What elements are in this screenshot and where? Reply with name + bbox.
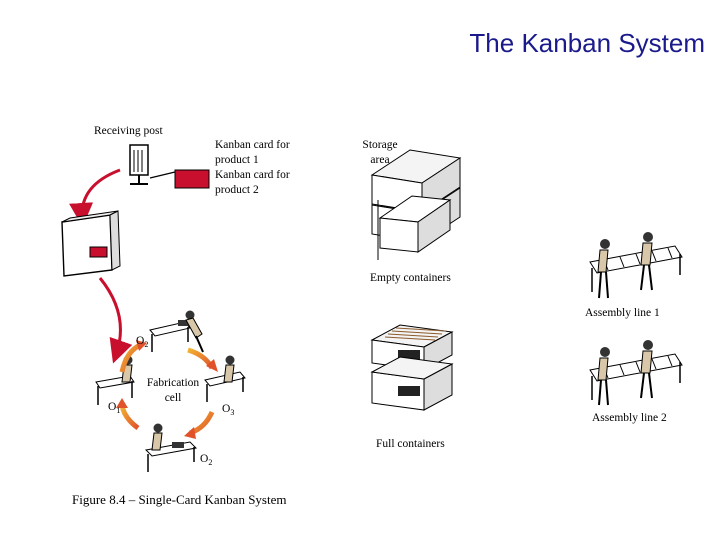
storage-container-stack-icon: [370, 149, 462, 260]
operation-right-letter: O: [222, 403, 231, 415]
fabrication-cell-line2: cell: [164, 392, 182, 404]
operation-bottom-letter: O: [200, 453, 209, 465]
kanban-card-product1-label: Kanban card for product 1: [215, 138, 290, 168]
storage-area-line1: Storage: [362, 139, 398, 151]
workstation-left-icon: [95, 355, 135, 405]
fabrication-cell-label: Fabrication cell: [140, 376, 206, 406]
operation-left-letter: O: [108, 401, 117, 413]
operation-bottom-label: O2: [200, 452, 212, 470]
fabrication-cell-line1: Fabrication: [146, 377, 200, 389]
operation-left-label: O1: [108, 400, 120, 418]
kanban-card-product2-label: Kanban card for product 2: [215, 168, 290, 198]
assembly-line-1-label: Assembly line 1: [585, 307, 660, 319]
assembly-line-2-icon: [589, 340, 683, 406]
workstation-bottom-icon: [144, 423, 198, 472]
page-title: The Kanban System: [469, 28, 705, 58]
kanban-card-product2-line1: Kanban card for: [215, 169, 290, 181]
assembly-line-2-label: Assembly line 2: [592, 412, 667, 424]
operation-right-label: O3: [222, 402, 234, 420]
kanban-card-product1-line2: product 1: [215, 154, 259, 166]
storage-area-line2: area: [370, 154, 390, 166]
full-containers-label: Full containers: [376, 438, 445, 450]
receiving-post-label: Receiving post: [94, 125, 163, 137]
card-flow-arrow-fabrication: [98, 277, 133, 364]
operation-top-number: 2: [144, 340, 149, 349]
operation-left-number: 1: [116, 406, 121, 415]
card-flow-arrow-down: [69, 168, 121, 227]
cycle-arrows: [116, 340, 218, 439]
kanban-card-product2-line2: product 2: [215, 184, 259, 196]
workstation-top-icon: [149, 310, 204, 353]
cycle-arrow-bottom-left: [119, 404, 140, 431]
figure-caption: Figure 8.4 – Single-Card Kanban System: [72, 492, 287, 507]
workstation-right-icon: [204, 355, 246, 402]
receiving-post-rack-icon: [129, 144, 149, 185]
kanban-card-icon: [149, 169, 210, 189]
kanban-card-product1-line1: Kanban card for: [215, 139, 290, 151]
assembly-line-1-icon: [589, 232, 683, 299]
empty-containers-label: Empty containers: [370, 272, 451, 284]
receiving-container-icon: [61, 210, 121, 277]
operation-right-number: 3: [230, 408, 235, 417]
operation-bottom-number: 2: [208, 458, 213, 467]
operation-top-letter: O: [136, 335, 145, 347]
storage-area-label: Storage area: [355, 138, 405, 168]
full-container-stack-icon: [370, 324, 454, 411]
operation-top-label: O2: [136, 334, 148, 352]
